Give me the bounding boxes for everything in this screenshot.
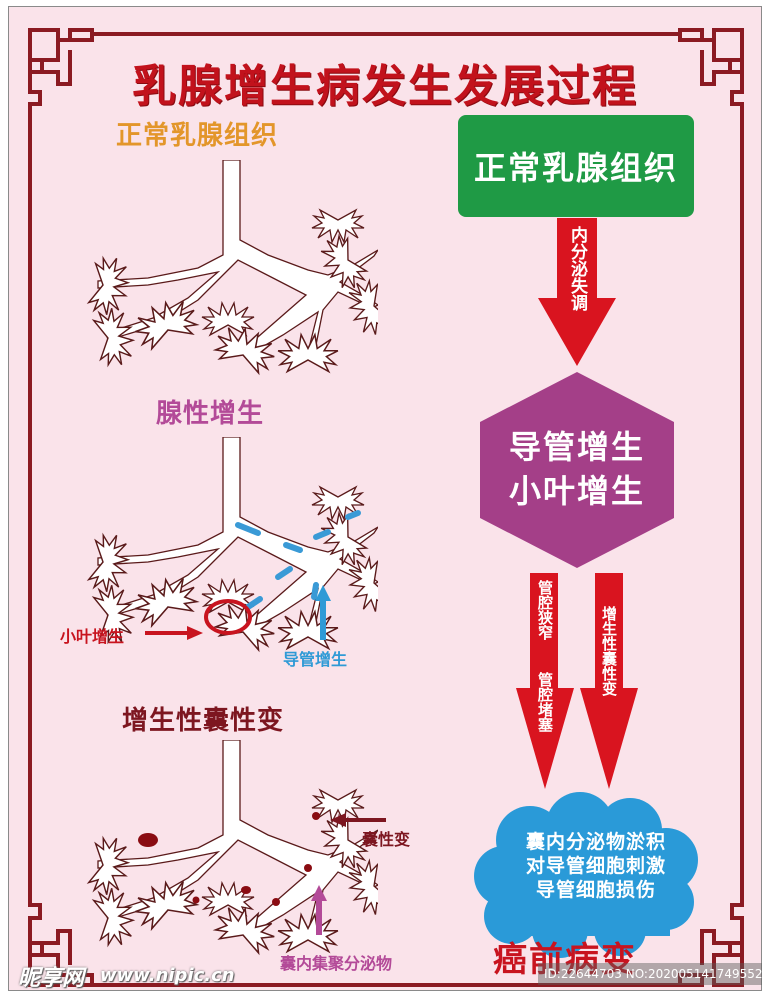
stage-normal-label: 正常乳腺组织 bbox=[116, 121, 279, 151]
down-arrow-icon bbox=[580, 573, 638, 789]
image-id-bar: ID:22644703 NO:20200514174955299000 bbox=[538, 963, 772, 985]
ductal-hyperplasia-label: 导管增生 bbox=[283, 650, 348, 669]
watermark-url: www.nipic.cn bbox=[100, 965, 235, 986]
down-arrow-icon bbox=[516, 573, 574, 789]
cloud-line-3: 导管细胞损伤 bbox=[535, 879, 656, 901]
normal-tissue-box: 正常乳腺组织 bbox=[458, 115, 694, 217]
arrow-up-icon bbox=[311, 885, 327, 935]
lobule-highlight bbox=[204, 599, 252, 635]
cystic-hyperplasia-text: 增生性囊性变 bbox=[600, 606, 618, 696]
down-arrow-icon bbox=[538, 218, 616, 366]
secretion-accumulation-label: 囊内集聚分泌物 bbox=[280, 954, 393, 973]
arrow-up-icon bbox=[315, 585, 331, 640]
cloud-line-2: 对导管细胞刺激 bbox=[525, 855, 666, 877]
cloud-line-1: 囊内分泌物淤积 bbox=[525, 831, 666, 853]
normal-gland-diagram bbox=[78, 160, 378, 390]
poster-title: 乳腺增生病发生发展过程 bbox=[132, 61, 638, 112]
cyst-dot bbox=[138, 833, 158, 847]
stage-glandular-label: 腺性增生 bbox=[156, 399, 265, 429]
cystic-change-diagram bbox=[78, 740, 378, 970]
duct-highlight bbox=[235, 522, 261, 536]
lumen-blockage-text: 管腔堵塞 bbox=[536, 672, 554, 732]
cloud-shape bbox=[474, 792, 698, 958]
arrow-left-icon bbox=[330, 813, 386, 827]
stage-cystic-label: 增生性囊性变 bbox=[122, 706, 285, 736]
normal-tissue-box-text: 正常乳腺组织 bbox=[473, 149, 678, 187]
watermark-logo: 昵享网 bbox=[18, 966, 85, 991]
glandular-hyperplasia-diagram bbox=[78, 437, 378, 667]
hyperplasia-hexagon-text: 导管增生 小叶增生 bbox=[480, 425, 674, 513]
lumen-narrowing-text: 管腔狭窄 bbox=[536, 580, 554, 640]
hexagon-line-1: 导管增生 bbox=[508, 428, 645, 466]
endocrine-disorder-text: 内分泌失调 bbox=[567, 226, 587, 311]
hexagon-line-2: 小叶增生 bbox=[508, 472, 645, 510]
cloud-text: 囊内分泌物淤积 对导管细胞刺激 导管细胞损伤 bbox=[496, 830, 696, 902]
lobular-hyperplasia-label: 小叶增生 bbox=[60, 627, 125, 646]
hyperplasia-hexagon bbox=[480, 372, 674, 568]
cystic-change-label: 囊性变 bbox=[362, 830, 411, 849]
precancerous-lesion-label: 癌前病变 bbox=[493, 940, 637, 980]
arrow-right-icon bbox=[145, 626, 203, 640]
